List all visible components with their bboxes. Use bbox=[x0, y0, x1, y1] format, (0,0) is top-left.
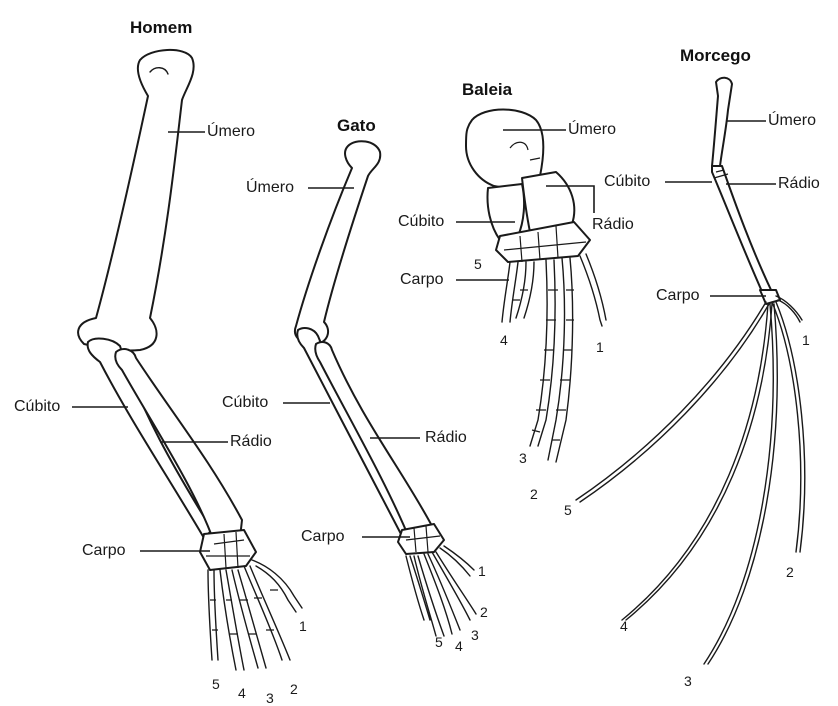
bat-digit-4: 4 bbox=[620, 618, 628, 634]
bat-label-umero: Úmero bbox=[768, 112, 816, 130]
whale-title: Baleia bbox=[462, 80, 512, 100]
bat-digit-3: 3 bbox=[684, 673, 692, 689]
human-digit-4: 4 bbox=[238, 685, 246, 701]
human-label-cubito: Cúbito bbox=[14, 398, 60, 416]
cat-label-radio: Rádio bbox=[425, 429, 467, 447]
whale-digit-5: 5 bbox=[474, 256, 482, 272]
cat-digit-2: 2 bbox=[480, 604, 488, 620]
bat-digit-5: 5 bbox=[564, 502, 572, 518]
bat-label-radio: Rádio bbox=[778, 175, 820, 193]
human-digit-2: 2 bbox=[290, 681, 298, 697]
bat-title: Morcego bbox=[680, 46, 751, 66]
whale-flipper bbox=[456, 110, 606, 463]
cat-label-cubito: Cúbito bbox=[222, 394, 268, 412]
bat-wing bbox=[576, 78, 805, 664]
human-finger-4 bbox=[220, 570, 244, 670]
cat-humerus bbox=[295, 141, 380, 344]
whale-label-carpo: Carpo bbox=[400, 271, 444, 289]
bat-forearm bbox=[712, 166, 772, 296]
cat-radius bbox=[315, 342, 432, 540]
cat-digit-4: 4 bbox=[455, 638, 463, 654]
cat-digits bbox=[406, 546, 476, 636]
human-digit-5: 5 bbox=[212, 676, 220, 692]
human-title: Homem bbox=[130, 18, 192, 38]
whale-digit-2: 2 bbox=[530, 486, 538, 502]
cat-digit-3: 3 bbox=[471, 627, 479, 643]
bat-humerus bbox=[712, 78, 732, 166]
human-label-umero: Úmero bbox=[207, 123, 255, 141]
whale-digit-1: 1 bbox=[596, 339, 604, 355]
cat-digit-5: 5 bbox=[435, 634, 443, 650]
human-arm bbox=[72, 50, 302, 670]
whale-label-umero: Úmero bbox=[568, 121, 616, 139]
whale-digit-4: 4 bbox=[500, 332, 508, 348]
whale-label-radio: Rádio bbox=[592, 216, 634, 234]
human-label-carpo: Carpo bbox=[82, 542, 126, 560]
cat-label-carpo: Carpo bbox=[301, 528, 345, 546]
cat-digit-1: 1 bbox=[478, 563, 486, 579]
cat-title: Gato bbox=[337, 116, 376, 136]
bat-digit-2: 2 bbox=[786, 564, 794, 580]
bat-label-cubito: Cúbito bbox=[604, 173, 650, 191]
human-carpals bbox=[200, 530, 256, 570]
human-digit-3: 3 bbox=[266, 690, 274, 706]
human-humerus bbox=[78, 50, 194, 351]
bat-digit-1: 1 bbox=[802, 332, 810, 348]
cat-label-umero: Úmero bbox=[246, 179, 294, 197]
cat-ulna bbox=[297, 328, 410, 536]
bat-label-carpo: Carpo bbox=[656, 287, 700, 305]
cat-leg bbox=[283, 141, 476, 636]
bat-digit-5 bbox=[576, 302, 769, 502]
human-finger-3 bbox=[232, 570, 266, 668]
whale-digit-3: 3 bbox=[519, 450, 527, 466]
whale-digits bbox=[502, 254, 606, 462]
human-finger-5 bbox=[208, 570, 218, 660]
human-digit-1: 1 bbox=[299, 618, 307, 634]
human-ulna bbox=[88, 339, 212, 538]
cat-carpals bbox=[398, 524, 444, 554]
human-radius bbox=[115, 349, 242, 542]
human-label-radio: Rádio bbox=[230, 433, 272, 451]
whale-label-cubito: Cúbito bbox=[398, 213, 444, 231]
